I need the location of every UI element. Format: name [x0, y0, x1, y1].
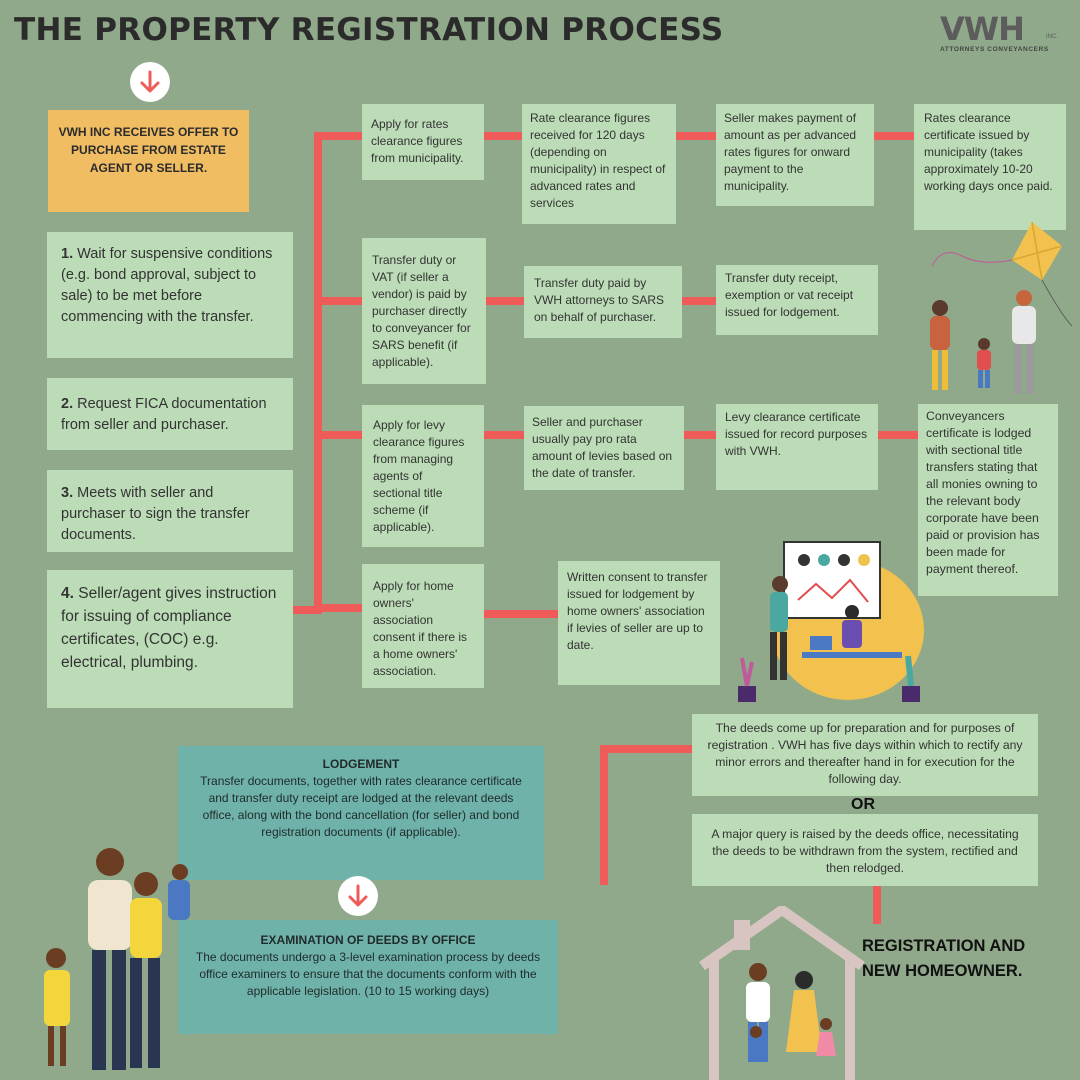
connector-r2-a [486, 297, 524, 305]
logo-subtitle: ATTORNEYS CONVEYANCERS [940, 46, 1049, 53]
connector-row2 [318, 297, 362, 305]
connector-r3-b [684, 431, 716, 439]
connector-r3-c [878, 431, 918, 439]
levy-step-3: Levy clearance certificate issued for re… [716, 404, 878, 490]
step-2-text: Request FICA documentation from seller a… [61, 396, 267, 433]
deeds-preparation-box: The deeds come up for preparation and fo… [692, 714, 1038, 796]
levy-step-1: Apply for levy clearance figures from ma… [362, 405, 484, 547]
examination-heading: EXAMINATION OF DEEDS BY OFFICE [260, 933, 476, 947]
down-arrow-icon-2 [338, 876, 378, 916]
levy-step-2: Seller and purchaser usually pay pro rat… [524, 406, 684, 490]
step-1-text: Wait for suspensive conditions (e.g. bon… [61, 246, 273, 325]
transfer-duty-step-2: Transfer duty paid by VWH attorneys to S… [524, 266, 682, 338]
hoa-step-2: Written consent to transfer issued for l… [558, 561, 720, 685]
presentation-illustration [738, 541, 924, 702]
transfer-duty-step-1: Transfer duty or VAT (if seller a vendor… [362, 238, 486, 384]
connector-r2-b [682, 297, 716, 305]
transfer-duty-step-3: Transfer duty receipt, exemption or vat … [716, 265, 878, 335]
logo-mark: VWH [940, 10, 1025, 48]
connector-deeds-down [873, 886, 881, 924]
or-label: OR [851, 796, 875, 813]
house-family-illustration [699, 906, 865, 1080]
connector-trunk [314, 132, 322, 614]
connector-r4-a [484, 610, 558, 618]
connector-r3-a [484, 431, 524, 439]
down-arrow-icon [130, 62, 170, 102]
connector-row1 [314, 132, 362, 140]
connector-step4 [292, 606, 318, 614]
lodgement-box: LODGEMENT Transfer documents, together w… [178, 746, 544, 880]
step-2-number: 2. [61, 396, 74, 412]
registration-new-homeowner-label: REGISTRATION AND NEW HOMEOWNER. [862, 937, 1026, 980]
step-3-number: 3. [61, 485, 74, 501]
connector-deeds-v [600, 745, 608, 885]
levy-step-4: Conveyancers certificate is lodged with … [918, 404, 1058, 596]
connector-deeds-h [600, 745, 692, 753]
lodgement-heading: LODGEMENT [322, 757, 400, 771]
step-2-box: 2. Request FICA documentation from selle… [47, 378, 293, 450]
rates-step-2: Rate clearance figures received for 120 … [522, 104, 676, 224]
examination-box: EXAMINATION OF DEEDS BY OFFICE The docum… [178, 920, 558, 1034]
step-1-box: 1. Wait for suspensive conditions (e.g. … [47, 232, 293, 358]
rates-step-3: Seller makes payment of amount as per ad… [716, 104, 874, 206]
offer-box: VWH INC RECEIVES OFFER TO PURCHASE FROM … [48, 110, 249, 212]
step-3-box: 3. Meets with seller and purchaser to si… [47, 470, 293, 552]
step-4-text: Seller/agent gives instruction for issui… [61, 585, 277, 671]
connector-r1-a [484, 132, 522, 140]
connector-r1-c [874, 132, 914, 140]
hoa-step-1: Apply for home owners' association conse… [362, 564, 484, 688]
step-3-text: Meets with seller and purchaser to sign … [61, 485, 250, 543]
step-4-box: 4. Seller/agent gives instruction for is… [47, 570, 293, 708]
page-title: THE PROPERTY REGISTRATION PROCESS [14, 12, 724, 48]
offer-text: VWH INC RECEIVES OFFER TO PURCHASE FROM … [58, 125, 239, 175]
vwh-logo: VWH INC. ATTORNEYS CONVEYANCERS [940, 12, 1065, 60]
examination-text: The documents undergo a 3-level examinat… [195, 950, 541, 998]
connector-r1-b [676, 132, 716, 140]
family-illustration [44, 848, 190, 1070]
kite-family-illustration [930, 221, 1073, 394]
logo-inc: INC. [1046, 34, 1058, 40]
connector-row4 [318, 604, 362, 612]
step-4-number: 4. [61, 585, 74, 602]
connector-row3 [318, 431, 362, 439]
step-1-number: 1. [61, 246, 74, 262]
rates-step-1: Apply for rates clearance figures from m… [362, 104, 484, 180]
rates-step-4: Rates clearance certificate issued by mu… [914, 104, 1066, 230]
deeds-query-box: A major query is raised by the deeds off… [692, 814, 1038, 886]
lodgement-text: Transfer documents, together with rates … [200, 774, 522, 839]
